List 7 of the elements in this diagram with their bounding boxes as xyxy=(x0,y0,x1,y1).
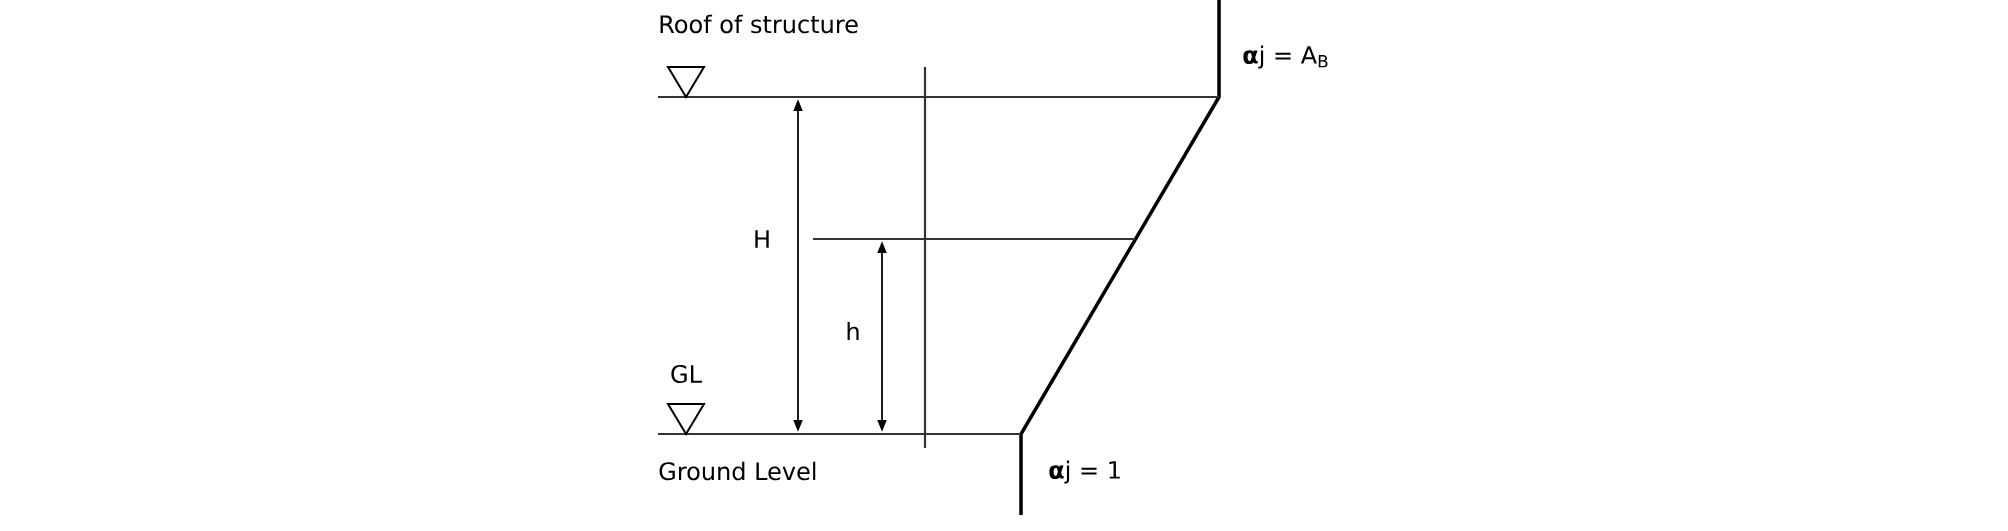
level-label: GL xyxy=(671,364,702,384)
dimension-label: h xyxy=(847,321,859,341)
coefficient-label: αj = 1 xyxy=(1049,460,1120,484)
dimension-label: H xyxy=(755,230,769,248)
coefficient-label: αj = A$_{B}$ xyxy=(1243,45,1328,69)
level-label: Ground Level xyxy=(659,461,816,481)
level-label: Roof of structure xyxy=(660,14,858,34)
